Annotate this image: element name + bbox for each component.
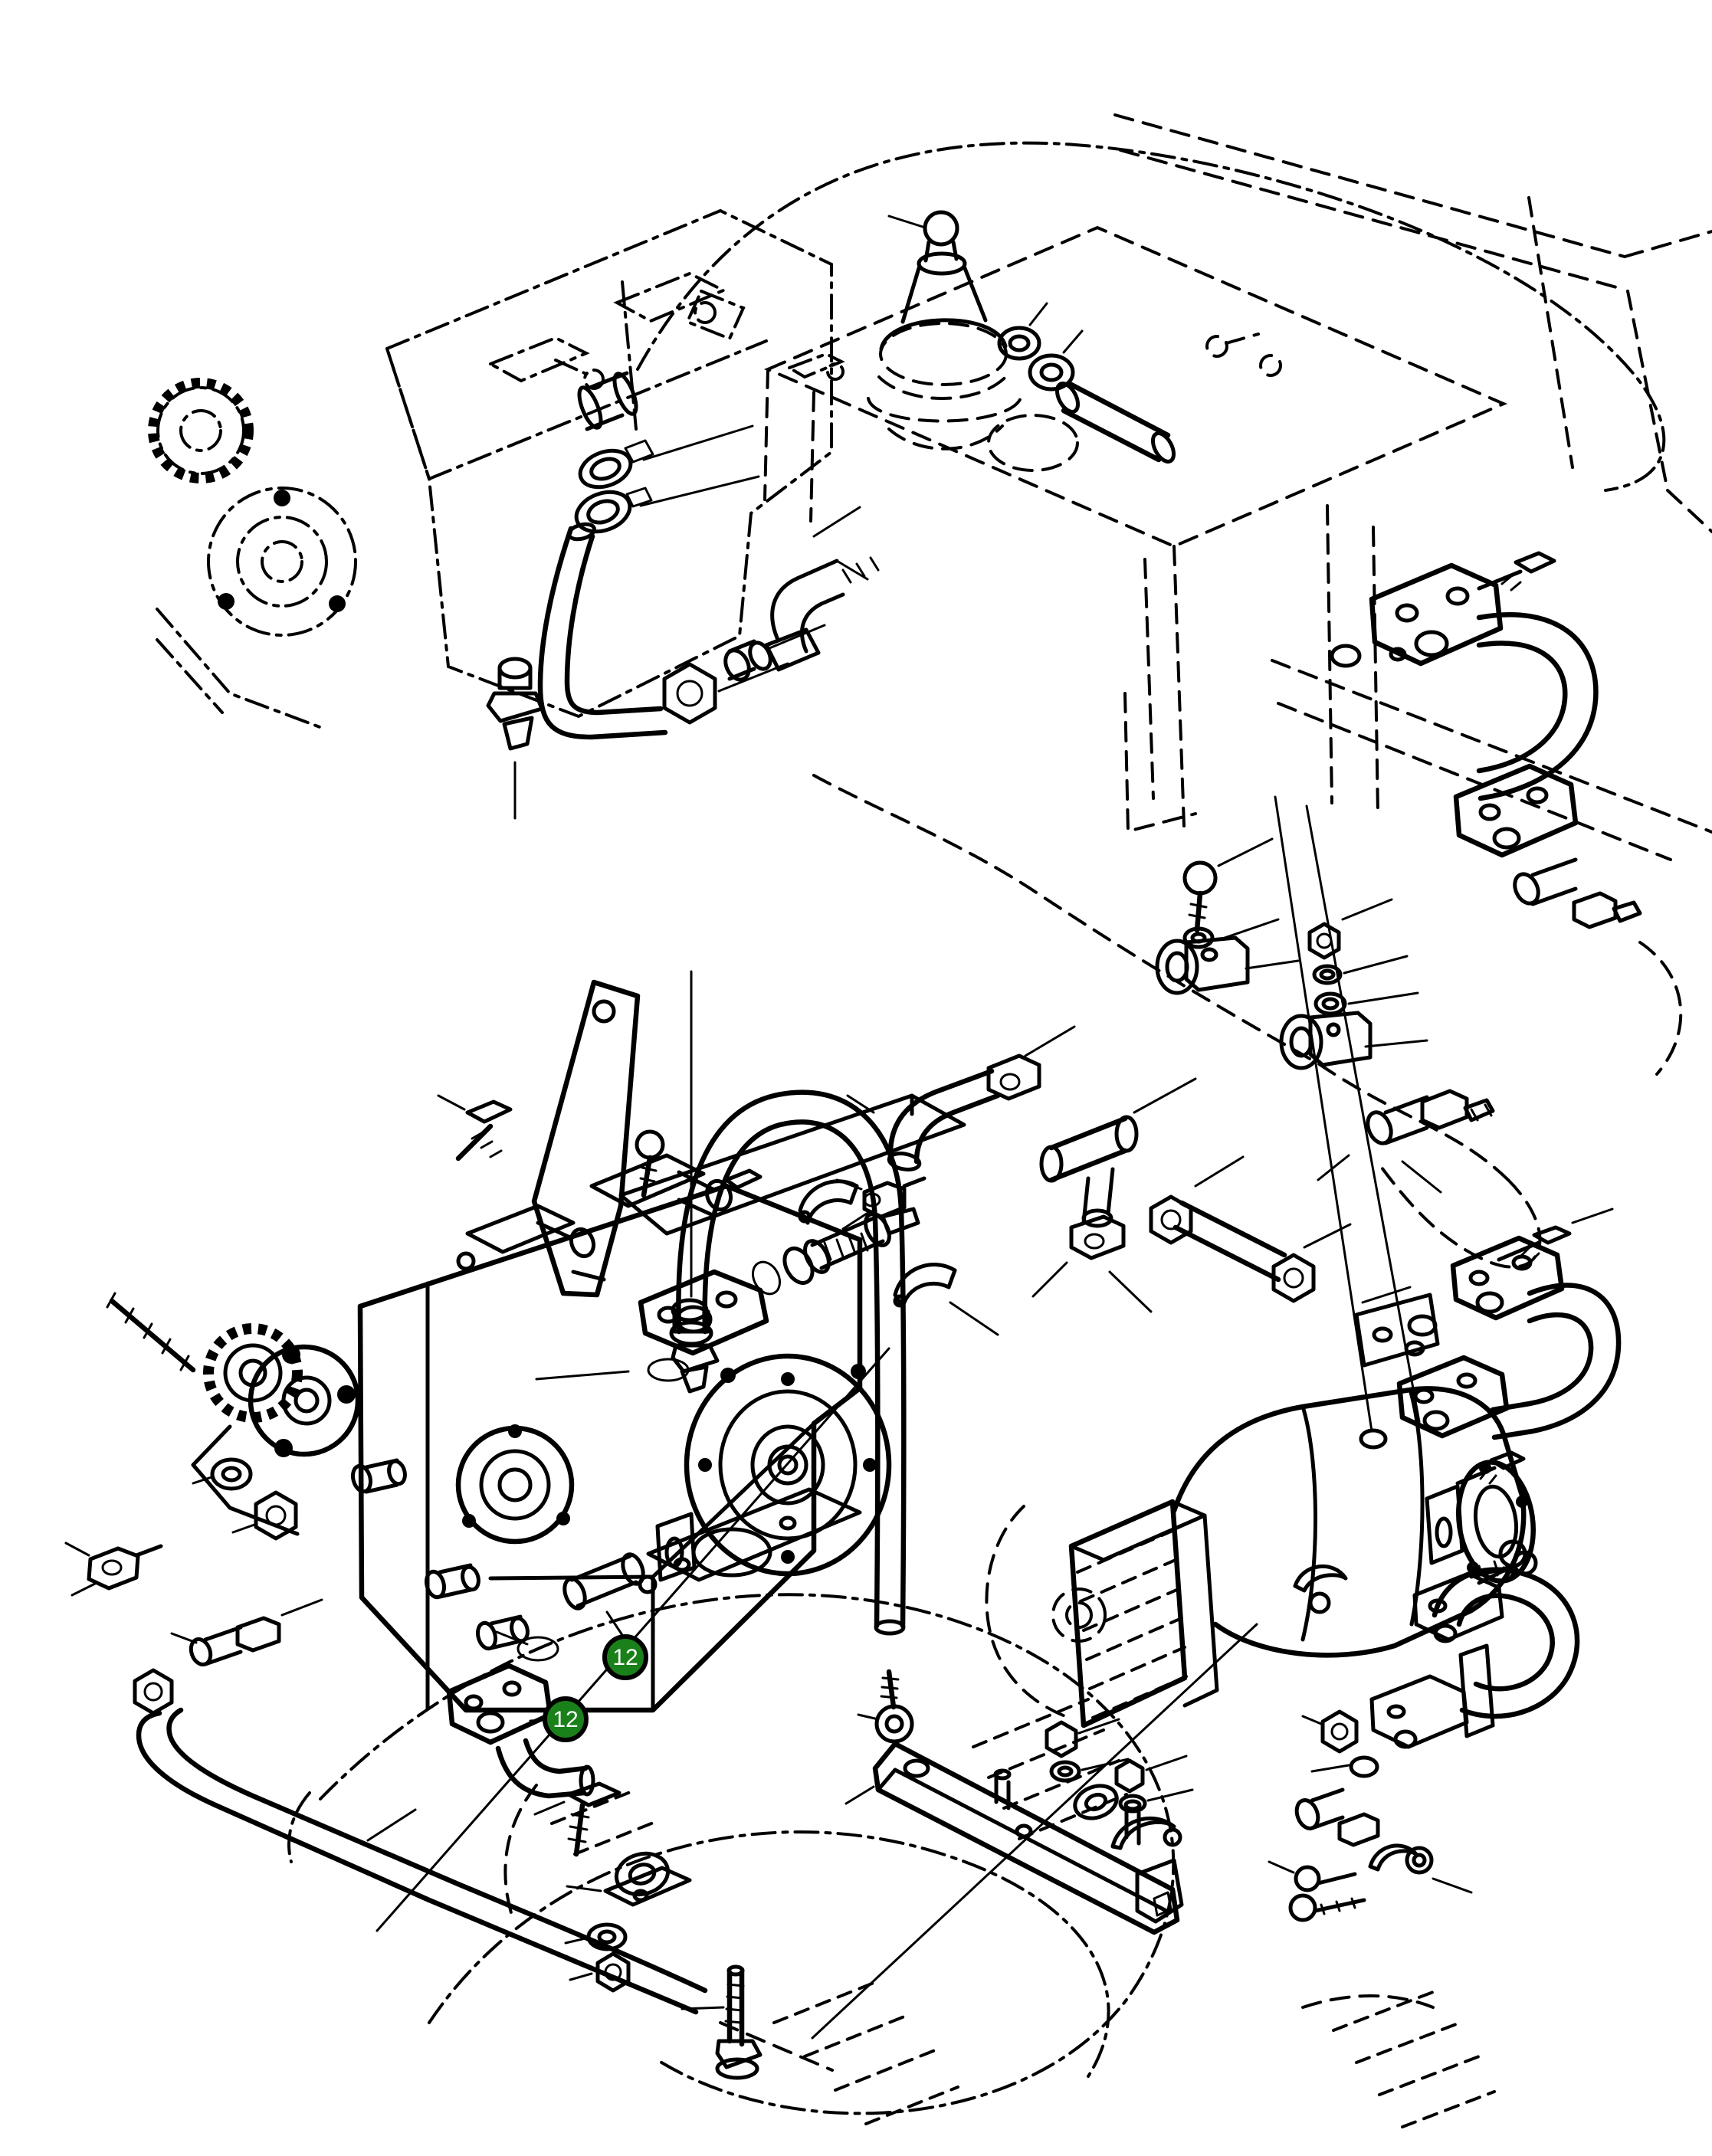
oil-cooler — [972, 1499, 1219, 1840]
suction-hose-and-clamps — [574, 371, 760, 534]
callout-badge-12-a[interactable]: 12 — [602, 1634, 648, 1680]
left-return-pipe — [133, 1598, 834, 2072]
callout-circle[interactable] — [602, 1634, 648, 1680]
tank-suction-stub-tube — [987, 333, 1282, 472]
pump-mounting-bracket — [437, 979, 966, 1298]
lower-subdiagram — [64, 551, 1683, 2128]
pump-drain-fitting — [486, 657, 544, 820]
arched-tube-assembly — [535, 1089, 907, 1636]
top-subdiagram — [148, 113, 1712, 861]
callout-circle[interactable] — [543, 1696, 589, 1742]
main-pump-assembly — [191, 970, 892, 1713]
tube-fittings — [662, 506, 880, 725]
callout-badge-12-b[interactable]: 12 — [543, 1696, 589, 1742]
hose-clamp-blocks — [812, 774, 1542, 1269]
tank-hose-clamps — [997, 302, 1084, 392]
tank-breather-assembly — [867, 210, 1023, 451]
pump-side-ports — [350, 1458, 530, 1651]
callout-label: 12 — [553, 1707, 578, 1732]
bottom-hardware — [533, 1781, 763, 2080]
hydraulic-motor — [1171, 1293, 1537, 1658]
upper-right-flange-pipe — [1274, 551, 1683, 1433]
right-u-pipe-lower — [1268, 1550, 1580, 1922]
right-u-pipe-upper — [1359, 1207, 1622, 1585]
suction-tube — [537, 522, 668, 740]
mounting-bar — [811, 1623, 1258, 2040]
reference-pump-outline — [148, 208, 845, 729]
reference-hose-route — [636, 141, 1666, 492]
callout-label: 12 — [612, 1645, 638, 1670]
left-hardware — [64, 1292, 298, 1597]
connector-and-clamps — [751, 1179, 999, 1336]
hydraulic-tank-outline — [763, 225, 1508, 834]
pipe-run — [835, 1025, 1495, 1313]
axle-and-hose-loops — [287, 1347, 1496, 2128]
